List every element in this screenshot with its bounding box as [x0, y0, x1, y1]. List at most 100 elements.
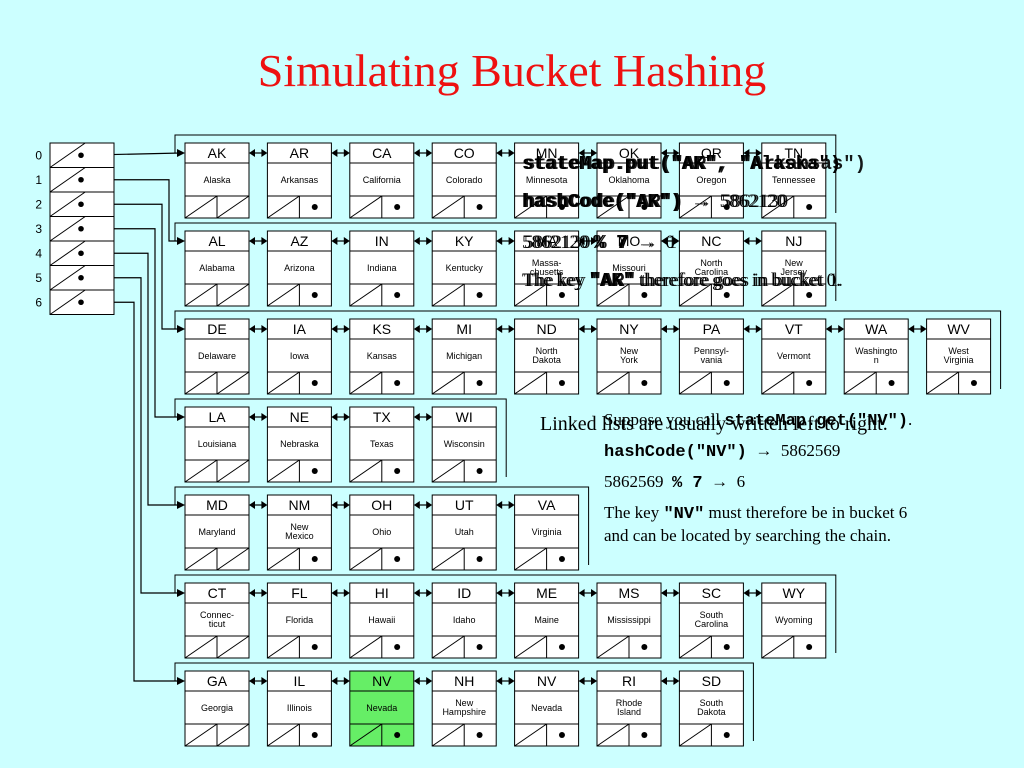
state-abbreviation: AK: [208, 145, 227, 161]
link-arrowhead: [743, 237, 750, 245]
chain-frame: [174, 398, 507, 477]
state-abbreviation: TN: [784, 145, 803, 161]
null-prev-slash: [349, 283, 383, 307]
link-arrowhead: [661, 677, 667, 685]
link-arrowhead: [508, 501, 515, 509]
null-next-slash: [216, 195, 250, 219]
state-name: Nevada: [531, 703, 562, 713]
null-prev-slash: [184, 371, 218, 395]
state-name: New: [290, 522, 309, 532]
null-prev-slash: [679, 635, 712, 659]
link-arrowhead: [261, 237, 268, 245]
null-prev-slash: [184, 635, 218, 659]
next-pointer-dot: [723, 292, 730, 298]
link-arrowhead: [343, 413, 350, 421]
null-prev-slash: [349, 635, 383, 659]
state-name: South: [700, 610, 724, 620]
state-name: Rhode: [616, 698, 643, 708]
bucket-index-label: 1: [35, 173, 42, 187]
state-name: Iowa: [290, 351, 309, 361]
next-pointer-dot: [558, 380, 565, 386]
next-pointer-dot: [806, 644, 813, 650]
hash-line-ar: hashCode("AR") → 5862130: [524, 191, 789, 213]
bucket-index-label: 5: [35, 271, 42, 285]
state-abbreviation: IL: [294, 673, 306, 689]
next-pointer-dot: [641, 292, 648, 298]
state-name: Arkansas: [281, 175, 319, 185]
state-abbreviation: CT: [208, 585, 227, 601]
link-arrowhead: [249, 677, 255, 685]
link-arrowhead: [413, 149, 420, 157]
state-name: York: [620, 355, 638, 365]
link-arrowhead: [249, 501, 255, 509]
state-name: Idaho: [453, 615, 476, 625]
null-prev-slash: [184, 195, 218, 219]
next-pointer-dot: [394, 556, 401, 562]
link-arrowhead: [261, 149, 268, 157]
link-arrowhead: [343, 237, 350, 245]
chain-frame: [174, 662, 754, 741]
state-name: Nevada: [366, 703, 397, 713]
state-name: Tennessee: [772, 175, 816, 185]
state-abbreviation: MS: [619, 585, 640, 601]
state-abbreviation: NY: [619, 321, 639, 337]
state-abbreviation: IN: [375, 233, 389, 249]
link-arrowhead: [177, 149, 185, 157]
link-arrowhead: [908, 325, 915, 333]
pointer-dot: [78, 152, 84, 159]
link-arrowhead: [496, 501, 503, 509]
state-abbreviation: LA: [208, 409, 226, 425]
state-name: Dakota: [532, 355, 561, 365]
link-arrowhead: [755, 325, 762, 333]
null-prev-slash: [431, 459, 465, 483]
lookup-explanation: Suppose you call stateMap.get("NV"). has…: [604, 410, 1004, 556]
state-name: Texas: [370, 439, 394, 449]
link-arrowhead: [673, 237, 680, 245]
link-arrowhead: [413, 677, 420, 685]
link-arrowhead: [673, 677, 680, 685]
null-prev-slash: [267, 635, 300, 659]
link-arrowhead: [249, 589, 255, 597]
state-name: Louisiana: [198, 439, 237, 449]
bucket-chains: AKAlaskaARArkansasCACaliforniaCOColorado…: [184, 142, 992, 747]
link-arrowhead: [661, 237, 667, 245]
link-arrowhead: [331, 501, 338, 509]
chain-frame: [174, 486, 590, 565]
null-prev-slash: [431, 635, 465, 659]
next-pointer-dot: [558, 556, 565, 562]
next-pointer-dot: [476, 204, 483, 210]
state-name: Hampshire: [442, 707, 486, 717]
state-abbreviation: VT: [785, 321, 803, 337]
null-prev-slash: [349, 547, 383, 571]
state-name: Illinois: [287, 703, 313, 713]
conclusion-line: The key "NV" must therefore be in bucket…: [604, 503, 908, 524]
next-pointer-dot: [311, 204, 318, 210]
null-prev-slash: [679, 371, 712, 395]
link-arrowhead: [177, 413, 185, 421]
link-arrowhead: [331, 149, 338, 157]
state-abbreviation: RI: [622, 673, 636, 689]
bucket-index-label: 6: [35, 295, 42, 309]
link-arrowhead: [755, 149, 762, 157]
state-abbreviation: WY: [783, 585, 806, 601]
null-prev-slash: [267, 195, 300, 219]
state-name: vania: [701, 355, 723, 365]
bucket-index-label: 4: [35, 246, 42, 260]
state-abbreviation: OR: [701, 145, 722, 161]
null-prev-slash: [267, 283, 300, 307]
state-abbreviation: WI: [456, 409, 473, 425]
next-pointer-dot: [394, 292, 401, 298]
link-arrowhead: [661, 325, 667, 333]
link-arrowhead: [331, 677, 338, 685]
pointer-dot: [78, 250, 84, 257]
null-prev-slash: [596, 195, 630, 219]
link-arrowhead: [261, 501, 268, 509]
link-arrowhead: [426, 413, 433, 421]
